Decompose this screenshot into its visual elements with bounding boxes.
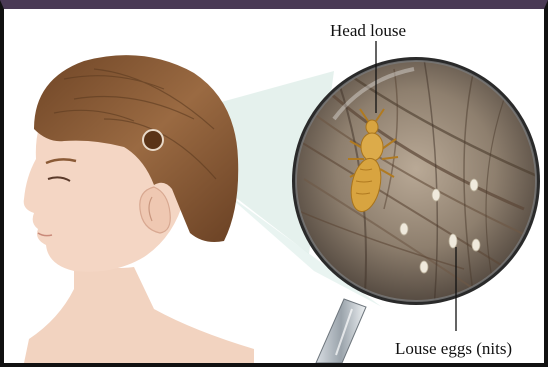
magnifying-glass-handle bbox=[316, 299, 366, 363]
louse-eggs-label: Louse eggs (nits) bbox=[395, 339, 512, 359]
nit-icon bbox=[400, 223, 408, 235]
head-louse-label: Head louse bbox=[330, 21, 406, 41]
nit-icon bbox=[449, 234, 457, 248]
head-lice-illustration bbox=[4, 9, 544, 363]
boy-figure bbox=[24, 55, 254, 363]
nit-icon bbox=[472, 239, 480, 251]
nit-icon bbox=[432, 189, 440, 201]
louse-location-marker bbox=[143, 130, 163, 150]
nit-icon bbox=[470, 179, 478, 191]
nit-icon bbox=[420, 261, 428, 273]
